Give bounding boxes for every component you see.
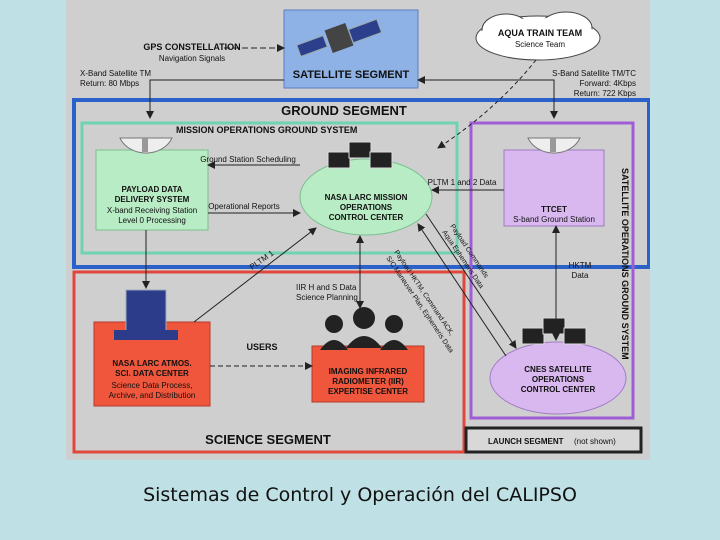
satellite-ops-label: SATELLITE OPERATIONS GROUND SYSTEM	[620, 168, 630, 360]
aqua-sub: Science Team	[515, 40, 565, 49]
payload-hktm-line2: S/C Maneuver Plan, Ephemeris Data	[384, 255, 454, 354]
launch-note: (not shown)	[574, 437, 616, 446]
launch-title: LAUNCH SEGMENT	[488, 437, 564, 446]
satellite-icon	[296, 18, 383, 58]
iir-data-line2: Science Planning	[296, 293, 358, 302]
sband-line3: Return: 722 Kbps	[574, 89, 636, 98]
xband-link	[146, 79, 284, 119]
ttcet-title: TTCET	[541, 205, 567, 214]
pltm1-link	[193, 227, 317, 323]
payload-line1: X-band Receiving Station	[107, 206, 197, 215]
payload-title1: PAYLOAD DATA	[121, 185, 182, 194]
xband-line1: X-Band Satellite TM	[80, 69, 151, 78]
cnes-line3: CONTROL CENTER	[521, 385, 596, 394]
commands-link	[425, 213, 517, 349]
satellite-segment-label: SATELLITE SEGMENT	[293, 69, 410, 81]
scheduling-label: Ground Station Scheduling	[200, 155, 296, 164]
mission-ops-border	[80, 121, 459, 255]
atmos-title1: NASA LARC ATMOS.	[112, 359, 191, 368]
iir-line3: EXPERTISE CENTER	[328, 387, 408, 396]
computers-icon-top	[327, 141, 393, 169]
users-label: USERS	[246, 342, 277, 352]
iir-line1: IMAGING INFRARED	[329, 367, 408, 376]
gps-sub: Navigation Signals	[159, 54, 225, 63]
aqua-cloud	[475, 11, 601, 61]
iir-line2: RADIOMETER (IIR)	[332, 377, 404, 386]
iir-data-line1: IIR H and S Data	[296, 283, 357, 292]
ground-segment-label: GROUND SEGMENT	[281, 103, 407, 118]
people-icon	[320, 307, 408, 350]
larc-moc-line1: NASA LARC MISSION	[325, 193, 408, 202]
hktm-line2: Data	[572, 271, 589, 280]
ttcet-sub: S-band Ground Station	[513, 215, 595, 224]
pltm12-label: PLTM 1 and 2 Data	[428, 178, 497, 187]
mission-ops-label: MISSION OPERATIONS GROUND SYSTEM	[176, 125, 357, 135]
hktm-link	[417, 223, 507, 357]
larc-moc-line2: OPERATIONS	[340, 203, 393, 212]
sband-line2: Forward: 4Kbps	[580, 79, 636, 88]
gps-title: GPS CONSTELLATION	[143, 42, 240, 52]
payload-line2: Level 0 Processing	[118, 216, 186, 225]
dish-icon-right	[527, 137, 581, 154]
xband-line2: Return: 80 Mbps	[80, 79, 139, 88]
larc-moc-line3: CONTROL CENTER	[329, 213, 404, 222]
sband-link	[417, 76, 558, 119]
payload-title2: DELIVERY SYSTEM	[115, 195, 190, 204]
ttcet-box	[503, 149, 605, 227]
aqua-title: AQUA TRAIN TEAM	[498, 28, 582, 38]
launch-segment-box	[464, 426, 643, 454]
aqua-link	[437, 59, 537, 149]
calipso-diagram: GPS CONSTELLATION Navigation Signals SAT…	[66, 0, 650, 460]
science-segment-label: SCIENCE SEGMENT	[205, 432, 331, 447]
hktm-line1: HKTM	[569, 261, 592, 270]
server-icon	[114, 289, 178, 340]
atmos-line1: Science Data Process,	[112, 381, 193, 390]
larc-moc-ellipse	[299, 158, 433, 236]
atmos-title2: SCI. DATA CENTER	[115, 369, 189, 378]
payload-box	[95, 149, 209, 231]
sband-line1: S-Band Satellite TM/TC	[552, 69, 636, 78]
atmos-line2: Archive, and Distribution	[109, 391, 196, 400]
cnes-line1: CNES SATELLITE	[524, 365, 592, 374]
cnes-ellipse	[489, 341, 627, 415]
computers-icon-bottom	[521, 317, 587, 345]
dish-icon-left	[119, 137, 173, 154]
science-segment-border	[72, 270, 466, 454]
satellite-ops-border	[469, 121, 635, 420]
reports-label: Operational Reports	[208, 202, 280, 211]
diagram-canvas: GPS CONSTELLATION Navigation Signals SAT…	[72, 9, 650, 454]
iir-box	[311, 345, 425, 403]
slide-caption: Sistemas de Control y Operación del CALI…	[143, 484, 577, 506]
cnes-line2: OPERATIONS	[532, 375, 585, 384]
